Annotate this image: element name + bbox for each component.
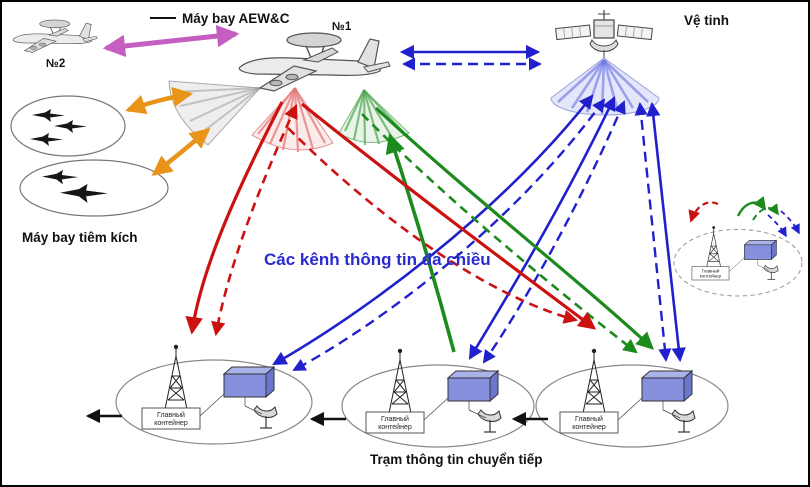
fighter-group-1	[10, 95, 126, 157]
orange-link-fighters-1	[125, 86, 193, 115]
green-link-fan-station3-solid	[374, 106, 654, 350]
blue-link-sat-station3-dashed	[634, 102, 672, 362]
magenta-link-aircraft	[102, 24, 240, 58]
channels-caption: Các kênh thông tin đa chiều	[264, 250, 491, 269]
satellite-beam-fan	[550, 57, 660, 116]
aewc-aircraft-2	[12, 19, 98, 53]
aewc-aircraft-1	[238, 32, 391, 92]
red-link-fan-station1-dashed	[211, 104, 298, 337]
aewc-beam-fan-green	[338, 89, 410, 146]
relay-caption: Trạm thông tin chuyển tiếp	[370, 452, 543, 467]
green-link-station2-fan	[385, 133, 456, 353]
relay-station-1	[115, 344, 313, 445]
aewc-title-label: Máy bay AEW&C	[182, 11, 290, 26]
relay-station-2	[341, 348, 535, 448]
blue-link-sat-station1-dashed	[292, 98, 606, 372]
plane-no1-label: №1	[332, 21, 352, 33]
blue-link-remote-dashed-1	[767, 214, 787, 238]
satellite-icon	[555, 10, 653, 58]
green-link-remote-dashed	[752, 203, 779, 221]
red-link-fan-station3-dashed	[287, 127, 579, 324]
green-link-remote-solid	[736, 196, 767, 217]
blue-link-sat-station3-solid	[646, 101, 686, 363]
fighters-label: Máy bay tiêm kích	[22, 230, 138, 245]
fighter-group-2	[19, 159, 169, 217]
blue-link-remote-dashed-2	[780, 210, 800, 235]
orange-link-fighters-2	[151, 128, 211, 176]
relay-station-3	[535, 348, 729, 448]
relay-station-remote	[673, 225, 803, 297]
blue-link-sat-station2-dashed	[482, 100, 626, 364]
red-link-remote-dashed	[688, 201, 719, 223]
green-link-fan-station3-dashed	[361, 113, 638, 354]
aewc-beam-fan-left	[168, 80, 262, 146]
red-link-fan-station3-solid	[300, 102, 597, 330]
satellite-label: Vệ tinh	[684, 13, 729, 28]
plane-no2-label: №2	[46, 58, 65, 70]
